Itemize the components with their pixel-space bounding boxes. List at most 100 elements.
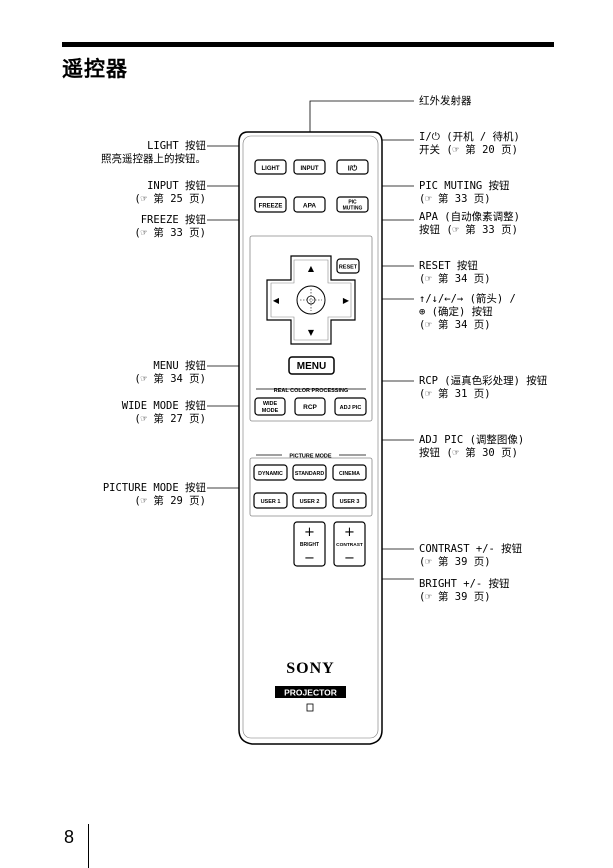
dynamic-button[interactable] [253,464,288,481]
left-arrow-icon[interactable]: ◀ [273,296,280,305]
arrows-annotation-line3: (☞ 第 34 页) [419,319,491,331]
apa-annotation-line1: APA (自动像素调整) [419,211,520,223]
adj-pic-button[interactable] [334,397,367,416]
freeze-annotation: FREEZE 按钮 (☞ 第 33 页) [134,214,206,240]
wide-mode-label-1: WIDE [263,401,278,407]
reset-label: RESET [339,265,358,271]
brand-logo: SONY [286,660,334,677]
contrast-label: CONTRAST [336,542,363,548]
pic-muting-annotation: PIC MUTING 按钮 (☞ 第 33 页) [419,180,510,206]
picture-mode-annotation: PICTURE MODE 按钮 (☞ 第 29 页) [103,482,206,508]
power-button[interactable] [336,159,369,175]
top-buttons [254,159,369,213]
user3-label: USER 3 [340,499,360,505]
right-arrow-icon[interactable]: ▶ [343,296,350,305]
control-panel [249,235,373,422]
wide-mode-annotation: WIDE MODE 按钮 (☞ 第 27 页) [122,400,206,426]
logo-mark-icon [306,703,314,712]
light-label: LIGHT [262,166,280,172]
contrast-minus-icon: − [344,551,355,566]
reset-button[interactable] [336,258,360,274]
input-annotation: INPUT 按钮 (☞ 第 25 页) [134,180,206,206]
menu-annotation: MENU 按钮 (☞ 第 34 页) [134,360,206,386]
freeze-button[interactable] [254,196,287,213]
pic-muting-annotation-line2: (☞ 第 33 页) [419,193,491,205]
enter-button[interactable] [296,285,326,315]
apa-button[interactable] [293,196,326,213]
arrows-annotation-line2: ⊕ (确定) 按钮 [419,306,493,318]
remote-body [238,131,383,745]
dynamic-label: DYNAMIC [258,471,283,477]
adj-pic-annotation-line1: ADJ PIC (调整图像) [419,434,525,446]
user3-button[interactable] [332,492,367,509]
picture-mode-annotation-line2: (☞ 第 29 页) [134,495,206,507]
power-annotation-line1: I/⏻ (开机 / 待机) [419,131,520,143]
picture-mode-panel [249,457,373,517]
freeze-annotation-line2: (☞ 第 33 页) [134,227,206,239]
page-number-rule [88,824,89,868]
light-button[interactable] [254,159,287,175]
standard-button[interactable] [292,464,327,481]
bright-label: BRIGHT [300,542,319,548]
menu-button[interactable] [288,356,335,375]
cinema-button[interactable] [332,464,367,481]
apa-annotation: APA (自动像素调整) 按钮 (☞ 第 33 页) [419,211,520,237]
bright-annotation-line1: BRIGHT +/- 按钮 [419,578,510,590]
pic-muting-label-1: PIC [348,200,357,206]
reset-annotation-line1: RESET 按钮 [419,260,478,272]
wide-mode-annotation-line2: (☞ 第 27 页) [134,413,206,425]
standard-label: STANDARD [295,471,325,477]
wide-mode-button[interactable] [254,397,286,416]
adj-pic-annotation-line2: 按钮 (☞ 第 30 页) [419,447,518,459]
pic-muting-annotation-line1: PIC MUTING 按钮 [419,180,510,192]
contrast-rocker[interactable] [333,521,366,567]
adj-pic-label: ADJ PIC [340,405,362,411]
projector-badge [275,686,346,698]
ir-annotation-line1: 红外发射器 [419,95,472,107]
rcp-label: RCP [303,404,317,411]
rcp-annotation-line1: RCP (逼真色彩处理) 按钮 [419,375,548,387]
arrows-annotation: ↑/↓/←/→ (箭头) / ⊕ (确定) 按钮 (☞ 第 34 页) [419,293,516,332]
reset-annotation: RESET 按钮 (☞ 第 34 页) [419,260,491,286]
input-label: INPUT [301,166,319,172]
down-arrow-icon[interactable]: ▼ [308,328,315,337]
menu-label: MENU [297,361,326,372]
bright-plus-icon: + [304,525,315,540]
input-button[interactable] [293,159,326,175]
freeze-label: FREEZE [259,204,283,210]
page-number: 8 [64,827,75,847]
bright-annotation: BRIGHT +/- 按钮 (☞ 第 39 页) [419,578,510,604]
cinema-label: CINEMA [339,471,360,477]
contrast-plus-icon: + [344,525,355,540]
arrows-annotation-line1: ↑/↓/←/→ (箭头) / [419,293,516,305]
apa-annotation-line2: 按钮 (☞ 第 33 页) [419,224,518,236]
user2-button[interactable] [292,492,327,509]
contrast-annotation-line2: (☞ 第 39 页) [419,556,491,568]
contrast-annotation-line1: CONTRAST +/- 按钮 [419,543,523,555]
rcp-annotation: RCP (逼真色彩处理) 按钮 (☞ 第 31 页) [419,375,547,401]
menu-annotation-line2: (☞ 第 34 页) [134,373,206,385]
projector-badge-label: PROJECTOR [284,688,337,698]
page-title: 遥控器 [62,57,128,81]
light-annotation-line1: LIGHT 按钮 [147,140,206,152]
header-rule [62,42,554,47]
rcp-button[interactable] [294,397,326,416]
picture-mode-annotation-line1: PICTURE MODE 按钮 [102,482,206,494]
pic-muting-label-2: MUTING [343,206,363,212]
input-annotation-line1: INPUT 按钮 [147,180,206,192]
reset-annotation-line2: (☞ 第 34 页) [419,273,491,285]
user1-button[interactable] [253,492,288,509]
up-arrow-icon[interactable]: ▲ [308,264,315,273]
rcp-annotation-line2: (☞ 第 31 页) [419,388,491,400]
bright-minus-icon: − [304,551,315,566]
bright-rocker[interactable] [293,521,326,567]
user1-label: USER 1 [261,499,281,505]
power-annotation: I/⏻ (开机 / 待机) 开关 (☞ 第 20 页) [419,131,520,157]
pic-muting-button[interactable] [336,196,369,213]
input-annotation-line2: (☞ 第 25 页) [134,193,206,205]
real-color-processing-label: REAL COLOR PROCESSING [274,388,348,394]
bright-annotation-line2: (☞ 第 39 页) [419,591,491,603]
light-annotation: LIGHT 按钮 照亮遥控器上的按钮。 [101,140,206,166]
user2-label: USER 2 [300,499,320,505]
